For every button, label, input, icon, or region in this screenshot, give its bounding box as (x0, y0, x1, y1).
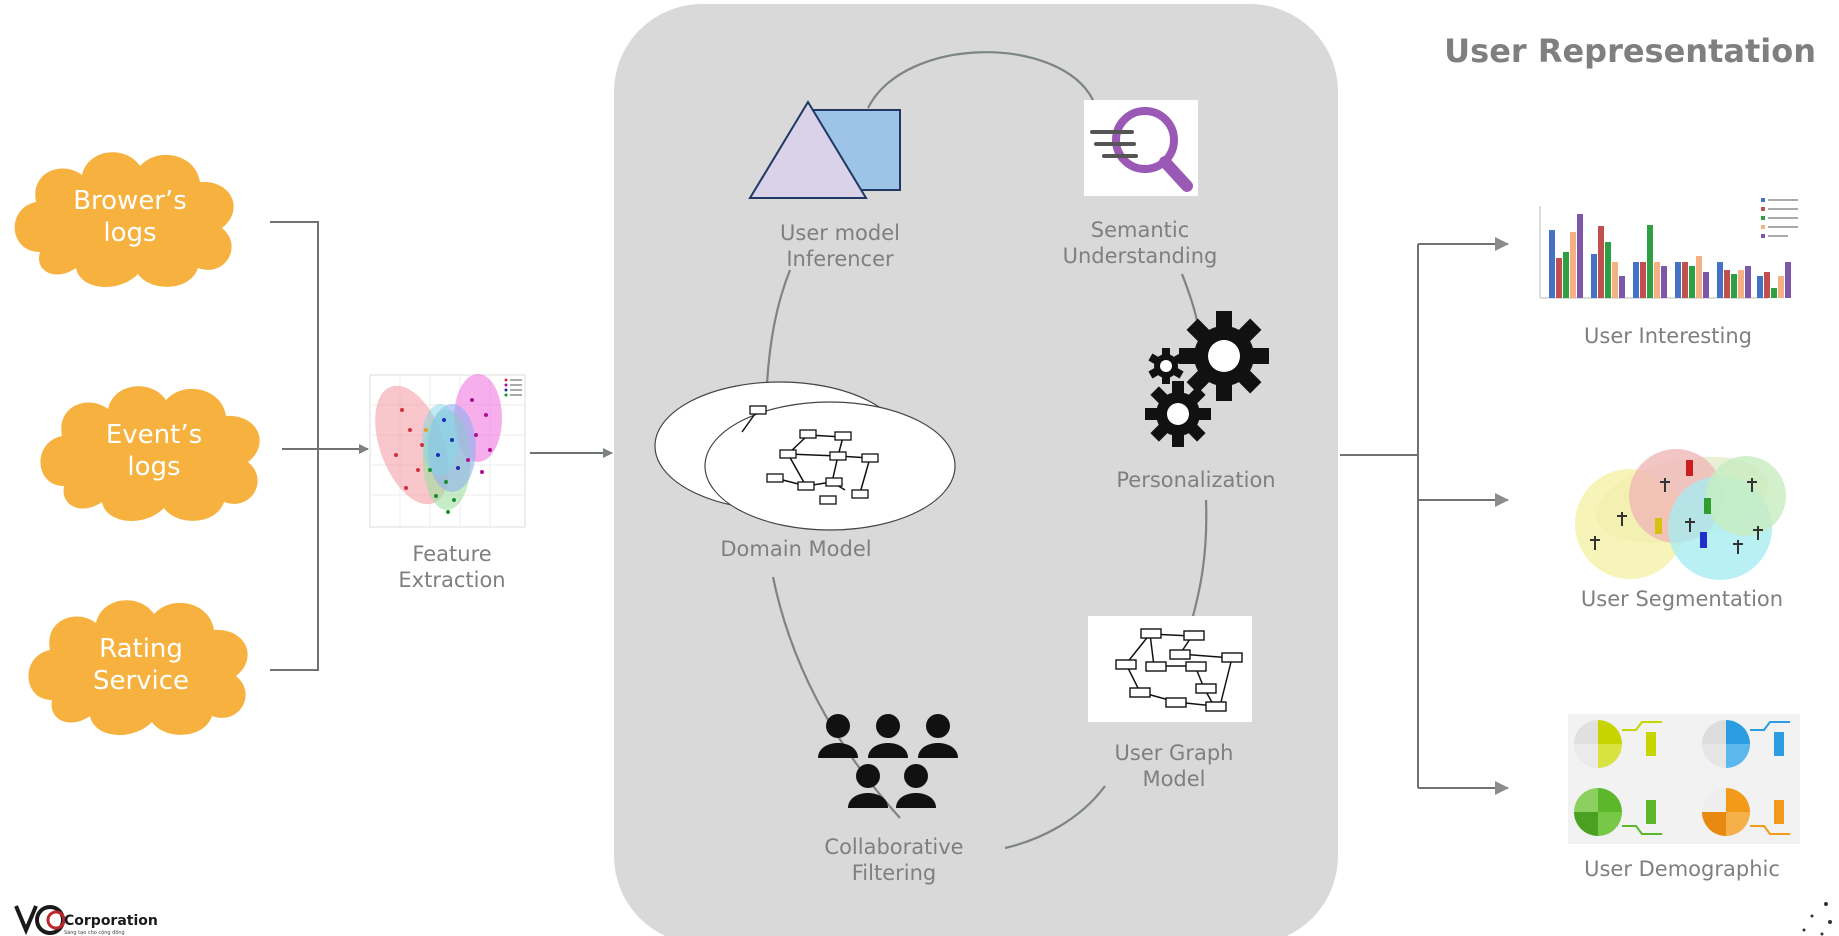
user-model-label-line1: User model (780, 221, 900, 245)
user-graph-label-line2: Model (1142, 767, 1205, 791)
cloud-shape (14, 152, 234, 287)
cloud-label-line1: Brower’s (73, 186, 187, 216)
page-title: User Representation (1444, 32, 1816, 70)
domain-model-label: Domain Model (720, 537, 871, 561)
feature-extraction-label-line1: Feature (412, 542, 491, 566)
logo-tagline: Sáng tạo cho cộng đồng (64, 928, 125, 936)
user-interesting-chart (1525, 196, 1805, 308)
cloud-label-line2: Service (93, 666, 189, 696)
cloud-label-line2: logs (127, 452, 180, 482)
user-graph-image (1088, 616, 1252, 722)
gears-icon (1145, 311, 1269, 447)
user-segmentation-venn (1575, 449, 1786, 580)
cloud-label-line1: Event’s (106, 420, 202, 450)
output-label-demographic: User Demographic (1584, 857, 1780, 881)
logo-name: Corporation (64, 913, 158, 929)
source-cloud-event-logs: Event’s logs (40, 386, 260, 521)
semantic-label-line2: Understanding (1063, 244, 1218, 268)
personalization-label: Personalization (1116, 468, 1275, 492)
source-cloud-browser-logs: Brower’s logs (14, 152, 234, 287)
user-model-label-line2: Inferencer (786, 247, 894, 271)
collaborative-label-line2: Filtering (852, 861, 936, 885)
user-demographic-infographic (1568, 714, 1800, 844)
output-connector (1340, 237, 1509, 795)
semantic-search-icon (1084, 100, 1198, 196)
source-connector (270, 221, 369, 671)
user-model-shapes (748, 100, 901, 199)
cloud-shape (40, 386, 260, 521)
cloud-shape (28, 600, 248, 735)
cloud-label-line2: logs (103, 218, 156, 248)
people-group-icon (818, 714, 958, 808)
domain-model-graph (654, 381, 956, 531)
output-label-interesting: User Interesting (1584, 324, 1752, 348)
output-label-segmentation: User Segmentation (1581, 587, 1783, 611)
company-logo: Corporation Sáng tạo cho cộng đồng (14, 905, 158, 936)
user-graph-label-line1: User Graph (1115, 741, 1234, 765)
feature-extraction-label-line2: Extraction (398, 568, 505, 592)
collaborative-label-line1: Collaborative (824, 835, 963, 859)
semantic-label-line1: Semantic (1091, 218, 1190, 242)
source-cloud-rating-service: Rating Service (28, 600, 248, 735)
feature-extraction-scatter (369, 374, 526, 528)
cloud-label-line1: Rating (99, 634, 183, 664)
corner-decoration (1802, 902, 1832, 936)
